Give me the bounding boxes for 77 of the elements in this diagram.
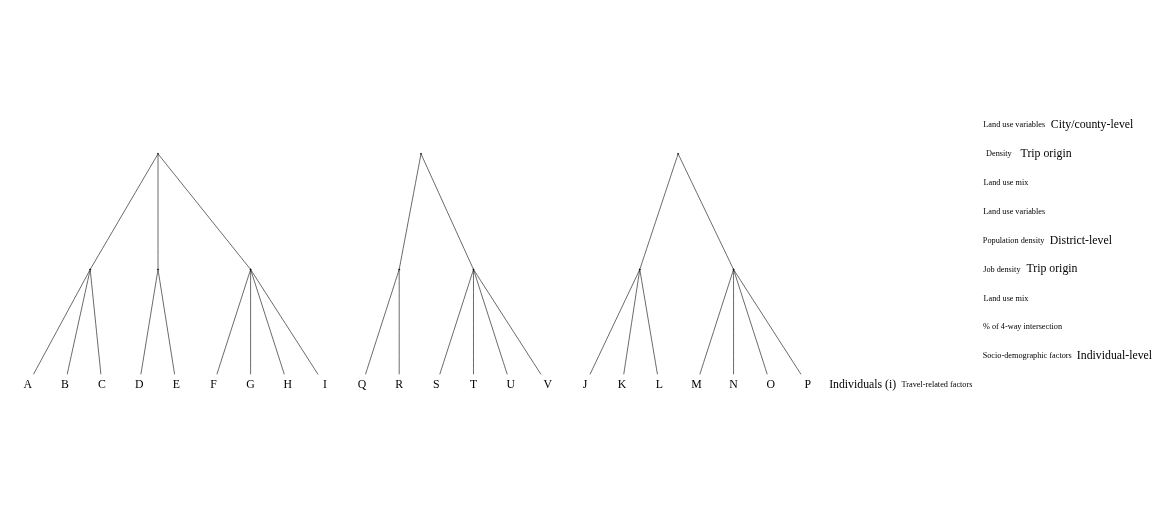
node-text: D [134,376,144,391]
connector [733,269,768,375]
node-point [420,152,422,155]
connector [250,269,285,375]
node-text: P [804,376,812,391]
connector [678,154,734,270]
connector [33,269,91,375]
connector [589,269,640,375]
label: Trip origin [1020,145,1072,160]
label: Job density [983,264,1021,274]
connector [733,269,734,375]
connector [398,269,400,375]
connector [439,269,474,375]
label: District-level [1049,232,1112,247]
label: Individuals (i) [829,376,897,391]
label: Density [986,149,1012,159]
label: Trip origin [1026,261,1078,276]
label: Land use mix [983,177,1029,187]
node-point [677,152,680,155]
node-text: V [543,376,553,391]
label: Land use mix [983,293,1029,303]
label: Socio-demographic factors [982,351,1072,361]
node-text: N [729,376,738,391]
node-text: F [210,376,217,391]
node-text: M [691,376,702,391]
connector [473,269,508,375]
node-text: B [60,376,69,391]
connector [66,269,91,375]
connector [250,269,319,375]
node-text: H [283,376,292,391]
node-point [89,268,92,271]
connector [639,269,658,375]
connector [216,269,251,375]
node-text: A [23,376,32,391]
node-point [472,268,475,271]
connector [158,154,251,270]
connector [473,269,474,375]
connector [140,269,159,375]
connector [699,269,734,375]
node-text: C [98,376,106,391]
node-point [398,268,401,271]
connector [365,269,400,375]
node-point [157,268,159,271]
connector [157,154,159,270]
node-text: T [469,376,478,391]
connector [473,269,542,375]
node-text: S [433,376,440,391]
node-text: J [582,376,588,391]
connector [623,269,640,375]
node-text: R [395,376,404,391]
node-point [157,152,159,155]
label: Land use variables [983,120,1046,130]
connector [733,269,802,375]
label: Individual-level [1076,348,1153,363]
node-text: Q [357,376,367,391]
node-point [249,268,252,271]
label: % of 4-way intersection [982,322,1063,332]
node-text: U [506,376,515,391]
connector [250,269,251,375]
node-text: O [766,376,775,391]
label: City/county-level [1050,116,1134,131]
node-point [732,268,735,271]
connector [639,154,679,270]
label: Population density [982,235,1045,245]
connector [399,154,422,270]
connector [421,154,474,270]
node-text: E [172,376,180,391]
label: Travel-related factors [901,380,973,390]
connector [89,269,102,375]
node-text: I [322,376,327,391]
node-point [638,268,641,271]
label: Land use variables [983,206,1046,216]
connector [90,154,158,270]
node-text: K [617,376,627,391]
node-text: G [246,376,255,391]
node-text: L [655,376,663,391]
connector [157,269,175,375]
